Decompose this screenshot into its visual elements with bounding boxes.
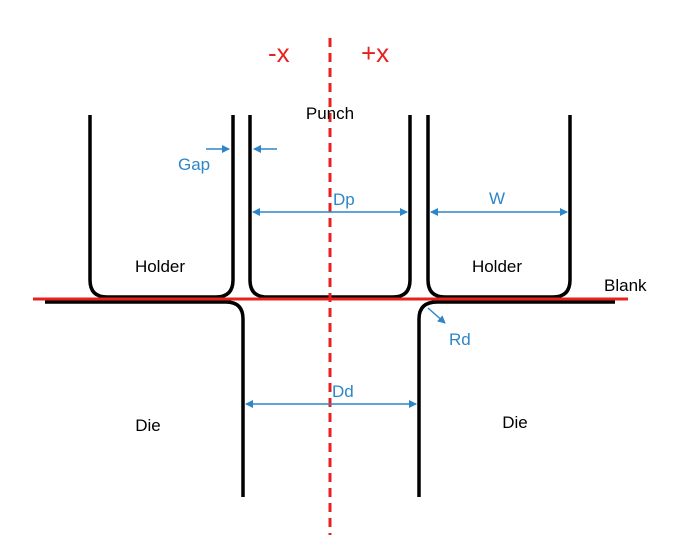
- die-right-outline: [417, 300, 615, 497]
- minus-x-label: -x: [268, 38, 290, 68]
- dd-label: Dd: [332, 382, 354, 401]
- holder-right-label: Holder: [472, 257, 522, 276]
- gap-label: Gap: [178, 155, 210, 174]
- punch-label: Punch: [306, 104, 354, 123]
- w-label: W: [489, 189, 505, 208]
- rd-radius-arrow: [427, 307, 446, 324]
- die-left-outline: [45, 300, 245, 497]
- rd-label: Rd: [449, 330, 471, 349]
- dp-label: Dp: [333, 190, 355, 209]
- plus-x-label: +x: [361, 38, 389, 68]
- holder-right-outline: [426, 115, 572, 299]
- holder-left-label: Holder: [135, 257, 185, 276]
- blank-label: Blank: [604, 276, 647, 295]
- die-right-label: Die: [502, 413, 528, 432]
- die-left-label: Die: [135, 416, 161, 435]
- holder-left-outline: [88, 115, 235, 299]
